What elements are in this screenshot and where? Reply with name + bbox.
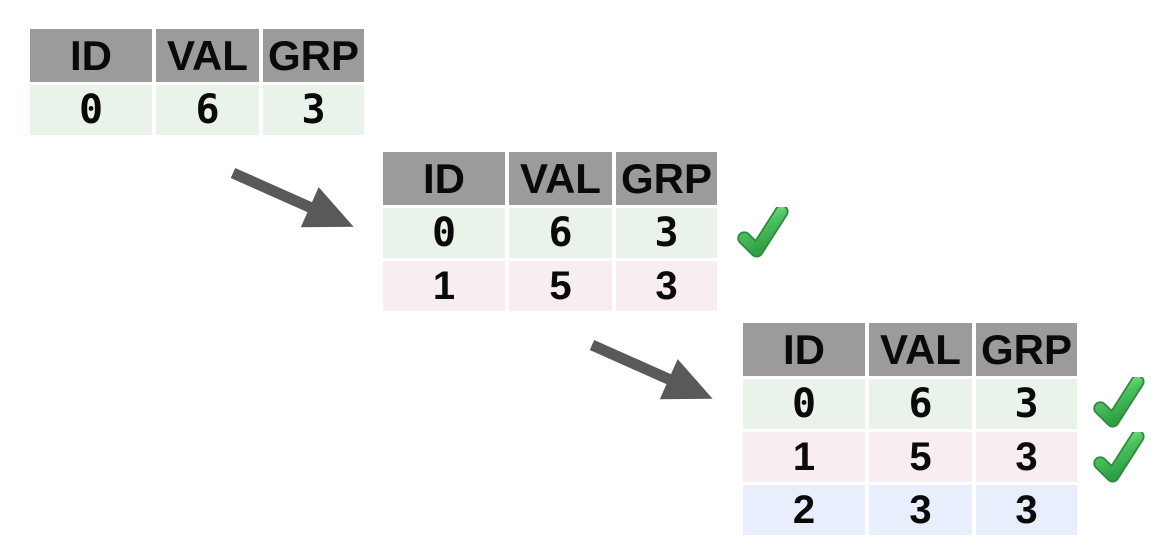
row-validated-check — [1092, 374, 1146, 434]
table-cell: 3 — [616, 261, 717, 311]
column-header-grp: GRP — [263, 29, 364, 82]
table-cell: 5 — [509, 261, 612, 311]
column-header-val: VAL — [869, 323, 972, 376]
flow-arrow-2 — [584, 335, 734, 420]
table-cell: 0 — [743, 379, 865, 429]
table-cell: 3 — [976, 379, 1077, 429]
column-header-id: ID — [30, 29, 152, 82]
table-cell: 3 — [263, 85, 364, 135]
table-cell: 3 — [976, 485, 1077, 535]
column-header-id: ID — [383, 152, 505, 205]
table-step-3: ID VAL GRP 0 6 3 1 5 3 2 3 3 — [743, 323, 1077, 535]
column-header-grp: GRP — [976, 323, 1077, 376]
column-header-val: VAL — [156, 29, 259, 82]
table-cell: 0 — [383, 208, 505, 258]
row-validated-check — [736, 204, 790, 264]
table-cell: 2 — [743, 485, 865, 535]
table-cell: 5 — [869, 432, 972, 482]
table-cell: 3 — [616, 208, 717, 258]
table-cell: 3 — [869, 485, 972, 535]
arrow-icon — [589, 339, 713, 400]
column-header-grp: GRP — [616, 152, 717, 205]
table-cell: 1 — [383, 261, 505, 311]
table-cell: 6 — [156, 85, 259, 135]
arrow-icon — [230, 167, 354, 228]
check-icon — [1093, 429, 1145, 483]
column-header-val: VAL — [509, 152, 612, 205]
table-step-2: ID VAL GRP 0 6 3 1 5 3 — [383, 152, 717, 311]
table-step-1: ID VAL GRP 0 6 3 — [30, 29, 364, 135]
column-header-id: ID — [743, 323, 865, 376]
row-validated-check — [1092, 429, 1146, 489]
table-cell: 3 — [976, 432, 1077, 482]
table-cell: 0 — [30, 85, 152, 135]
flow-arrow-1 — [225, 163, 375, 248]
table-cell: 6 — [509, 208, 612, 258]
table-cell: 6 — [869, 379, 972, 429]
table-cell: 1 — [743, 432, 865, 482]
check-icon — [1093, 374, 1145, 428]
check-icon — [737, 204, 789, 258]
